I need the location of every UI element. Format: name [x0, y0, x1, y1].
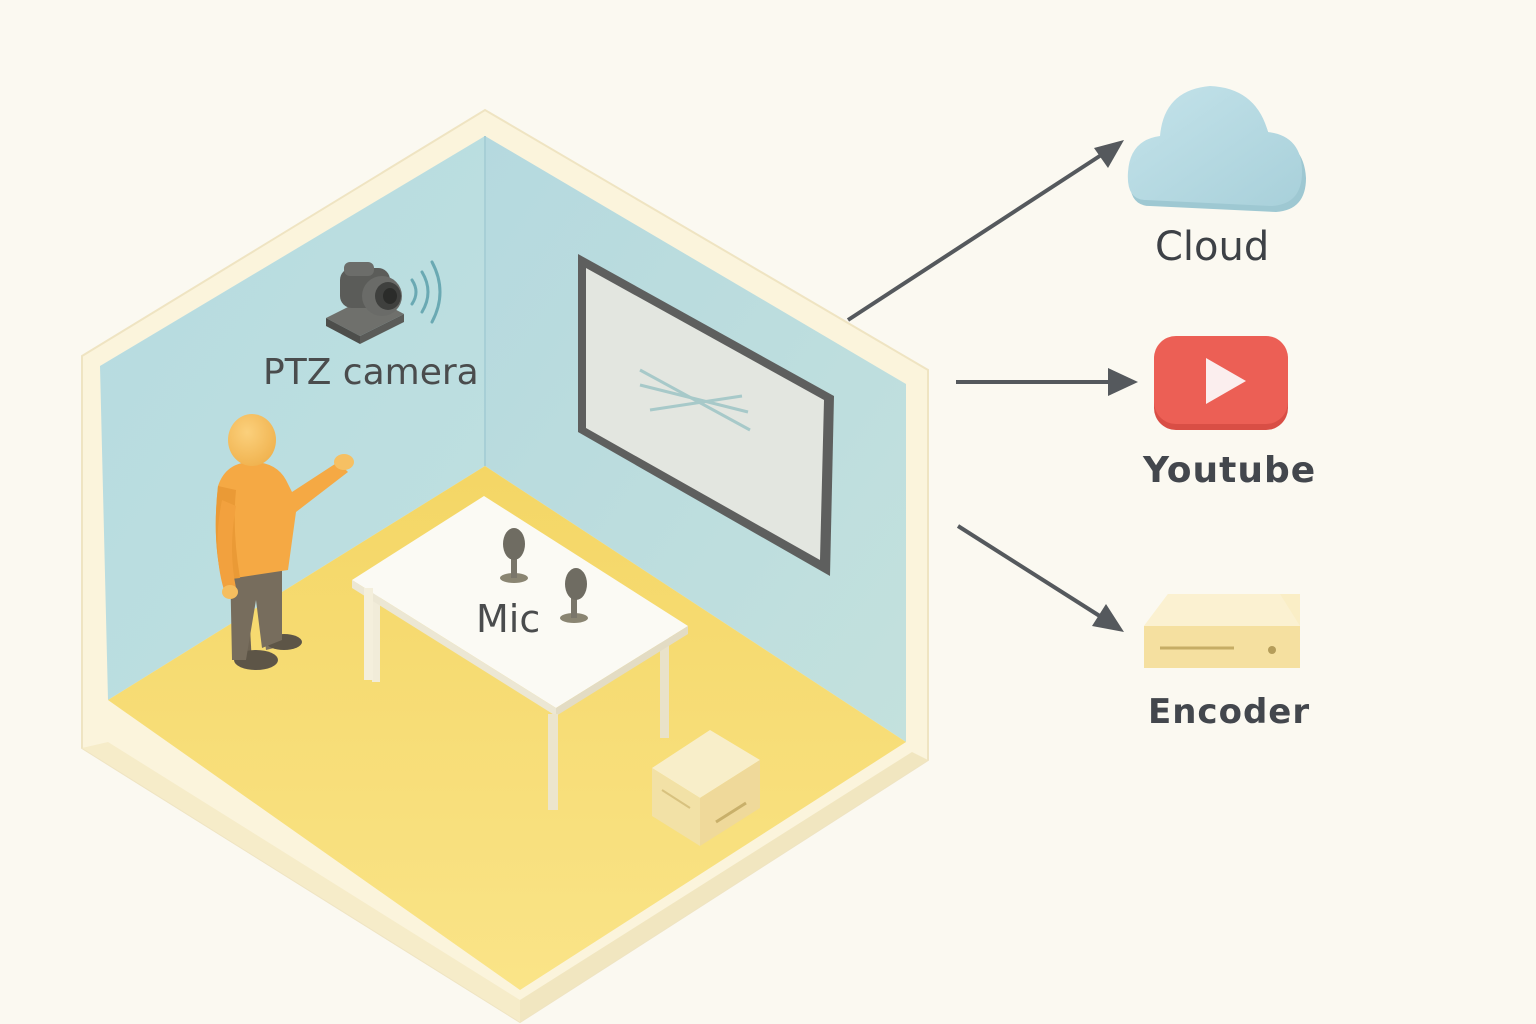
presenter-figure — [215, 414, 354, 670]
room-base-right — [520, 752, 928, 1022]
microphone-icon-2 — [560, 568, 588, 623]
youtube-label: Youtube — [1143, 450, 1317, 491]
cloud-icon — [1127, 86, 1306, 212]
arrow-to-encoder — [956, 524, 1108, 622]
floor-device — [652, 730, 760, 846]
floor — [108, 466, 906, 990]
table — [352, 496, 688, 810]
ptz-camera-icon — [326, 260, 442, 344]
youtube-icon — [1154, 336, 1288, 430]
encoder-icon — [1144, 594, 1300, 668]
arrows — [846, 140, 1138, 632]
cloud-label: Cloud — [1155, 224, 1270, 270]
wall-display — [578, 254, 834, 576]
mic-label: Mic — [476, 597, 541, 641]
room-base-left — [82, 742, 520, 1022]
encoder-label: Encoder — [1148, 692, 1311, 732]
microphone-icon — [500, 528, 528, 583]
arrow-to-cloud — [846, 146, 1114, 322]
ptz-camera-label: PTZ camera — [263, 352, 479, 393]
